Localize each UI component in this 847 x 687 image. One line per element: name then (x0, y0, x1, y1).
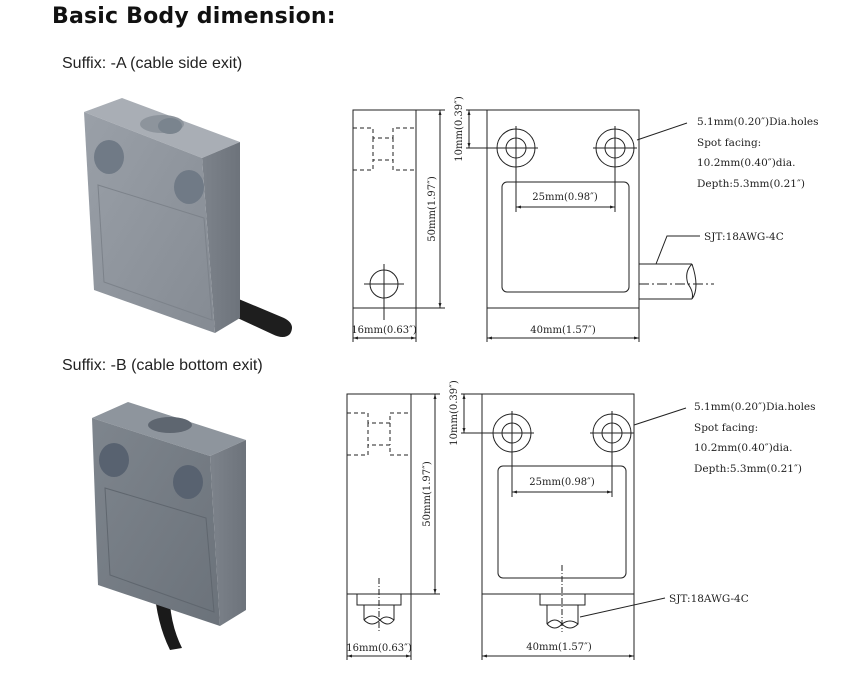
dim-b-width: 40mm(1.57″) (526, 642, 592, 653)
dim-b-hole-spacing: 25mm(0.98″) (529, 477, 595, 488)
cable-spec-a: SJT:18AWG-4C (704, 231, 784, 243)
dim-b-height: 50mm(1.97″) (422, 461, 433, 527)
dim-a-height: 50mm(1.97″) (427, 176, 438, 242)
notes-b: 5.1mm(0.20″)Dia.holes Spot facing: 10.2m… (669, 401, 816, 605)
notes-a: 5.1mm(0.20″)Dia.holes Spot facing: 10.2m… (697, 116, 819, 243)
svg-text:5.1mm(0.20″)Dia.holes: 5.1mm(0.20″)Dia.holes (694, 401, 816, 413)
drawing-b-front-view (481, 393, 687, 660)
svg-text:10.2mm(0.40″)dia.: 10.2mm(0.40″)dia. (697, 157, 795, 169)
dim-a-hole-spacing: 25mm(0.98″) (532, 192, 598, 203)
page-title: Basic Body dimension: (52, 4, 336, 29)
dim-b-top-offset: 10mm(0.39″) (449, 380, 460, 446)
sensor-photo-bottom-exit (92, 402, 246, 650)
dim-b-depth: 16mm(0.63″) (346, 643, 412, 654)
suffix-b-label: Suffix: -B (cable bottom exit) (62, 357, 263, 374)
svg-text:Depth:5.3mm(0.21″): Depth:5.3mm(0.21″) (697, 178, 805, 190)
dim-a-top-offset: 10mm(0.39″) (454, 96, 465, 162)
dim-a-width: 40mm(1.57″) (530, 325, 596, 336)
suffix-a-label: Suffix: -A (cable side exit) (62, 55, 243, 72)
sensor-photo-side-exit (84, 98, 292, 337)
svg-text:Spot facing:: Spot facing: (697, 137, 761, 149)
cable-spec-b: SJT:18AWG-4C (669, 593, 749, 605)
drawing-b-side-view (346, 393, 500, 660)
svg-text:Spot facing:: Spot facing: (694, 422, 758, 434)
dim-a-depth: 16mm(0.63″) (351, 325, 417, 336)
drawing-a-front-view (486, 109, 714, 342)
svg-text:10.2mm(0.40″)dia.: 10.2mm(0.40″)dia. (694, 442, 792, 454)
svg-text:5.1mm(0.20″)Dia.holes: 5.1mm(0.20″)Dia.holes (697, 116, 819, 128)
drawing-a-side-view (352, 109, 505, 342)
svg-text:Depth:5.3mm(0.21″): Depth:5.3mm(0.21″) (694, 463, 802, 475)
